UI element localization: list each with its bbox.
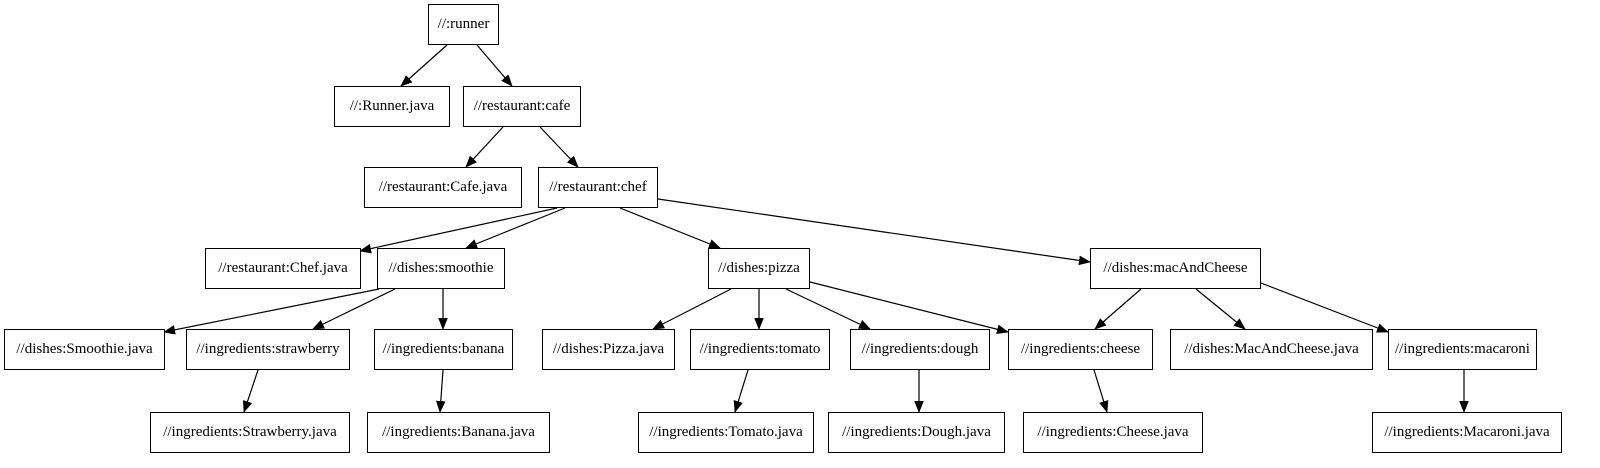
graph-node-ing_macaroni[interactable]: //ingredients:macaroni xyxy=(1388,329,1537,370)
graph-node-label: //ingredients:strawberry xyxy=(196,341,340,357)
graph-edge xyxy=(1093,369,1109,413)
graph-node-label: //restaurant:Cafe.java xyxy=(378,179,508,195)
graph-node-ing_strawberry[interactable]: //ingredients:strawberry xyxy=(186,329,350,370)
graph-edge xyxy=(539,126,579,168)
graph-node-runner[interactable]: //:runner xyxy=(428,4,499,45)
graph-node-label: //:runner xyxy=(437,16,490,32)
graph-edge xyxy=(733,369,749,413)
graph-node-label: //restaurant:chef xyxy=(549,179,647,195)
graph-node-label: //restaurant:cafe xyxy=(473,98,571,114)
graph-node-label: //ingredients:cheese xyxy=(1020,341,1141,357)
graph-edge xyxy=(312,288,396,330)
graph-node-ing_cheese[interactable]: //ingredients:cheese xyxy=(1008,329,1153,370)
graph-edge xyxy=(242,369,259,413)
graph-node-label: //dishes:Smoothie.java xyxy=(16,341,153,357)
graph-node-dishes_pizza[interactable]: //dishes:pizza xyxy=(708,248,810,289)
graph-edge xyxy=(1195,288,1246,330)
graph-edge xyxy=(476,44,513,87)
graph-node-dishes_macandchee[interactable]: //dishes:macAndCheese xyxy=(1090,248,1261,289)
graph-node-restaurant_chef[interactable]: //restaurant:chef xyxy=(538,167,658,208)
graph-node-restaurant_cafe[interactable]: //restaurant:cafe xyxy=(463,86,581,127)
graph-edge xyxy=(785,288,871,330)
graph-node-label: //ingredients:banana xyxy=(382,341,505,357)
graph-edge xyxy=(465,126,504,168)
graph-edge xyxy=(163,288,380,335)
graph-edge xyxy=(809,281,1009,334)
graph-node-chef_java[interactable]: //restaurant:Chef.java xyxy=(205,248,361,289)
graph-edge xyxy=(400,44,448,87)
graph-node-label: //ingredients:tomato xyxy=(699,341,821,357)
graph-edges xyxy=(163,44,1469,413)
graph-node-dough_java[interactable]: //ingredients:Dough.java xyxy=(828,412,1005,453)
graph-node-label: //ingredients:Macaroni.java xyxy=(1384,424,1550,440)
graph-node-macandcheese_java[interactable]: //dishes:MacAndCheese.java xyxy=(1170,329,1373,370)
graph-node-runner_java[interactable]: //:Runner.java xyxy=(334,86,450,127)
graph-node-label: //ingredients:Banana.java xyxy=(382,424,535,440)
graph-node-label: //dishes:macAndCheese xyxy=(1103,260,1248,276)
graph-node-ing_tomato[interactable]: //ingredients:tomato xyxy=(690,329,830,370)
graph-node-label: //ingredients:Strawberry.java xyxy=(163,424,337,440)
graph-edge xyxy=(652,288,732,330)
graph-edge xyxy=(1260,282,1389,333)
graph-edge xyxy=(1094,288,1142,330)
graph-node-label: //ingredients:Cheese.java xyxy=(1037,424,1189,440)
graph-edge xyxy=(465,207,566,249)
graph-node-label: //dishes:MacAndCheese.java xyxy=(1184,341,1359,357)
graph-node-macaroni_java[interactable]: //ingredients:Macaroni.java xyxy=(1372,412,1562,453)
graph-node-label: //ingredients:Tomato.java xyxy=(649,424,803,440)
graph-node-banana_java[interactable]: //ingredients:Banana.java xyxy=(367,412,550,453)
graph-edge xyxy=(619,207,721,249)
graph-node-ing_banana[interactable]: //ingredients:banana xyxy=(374,329,513,370)
graph-node-smoothie_java[interactable]: //dishes:Smoothie.java xyxy=(4,329,165,370)
graph-node-label: //dishes:pizza xyxy=(718,260,800,276)
graph-node-cafe_java[interactable]: //restaurant:Cafe.java xyxy=(364,167,522,208)
graph-edge xyxy=(359,207,558,254)
graph-node-pizza_java[interactable]: //dishes:Pizza.java xyxy=(542,329,675,370)
graph-node-strawberry_java[interactable]: //ingredients:Strawberry.java xyxy=(150,412,350,453)
graph-edge xyxy=(657,198,1091,266)
graph-node-ing_dough[interactable]: //ingredients:dough xyxy=(850,329,990,370)
graph-node-tomato_java[interactable]: //ingredients:Tomato.java xyxy=(638,412,814,453)
graph-edge xyxy=(435,369,446,413)
graph-node-cheese_java[interactable]: //ingredients:Cheese.java xyxy=(1023,412,1203,453)
graph-node-label: //dishes:Pizza.java xyxy=(552,341,665,357)
graph-node-label: //restaurant:Chef.java xyxy=(218,260,348,276)
graph-node-label: //ingredients:macaroni xyxy=(1395,341,1530,357)
graph-node-dishes_smoothie[interactable]: //dishes:smoothie xyxy=(377,248,505,289)
graph-node-label: //ingredients:dough xyxy=(861,341,979,357)
graph-node-label: //ingredients:Dough.java xyxy=(842,424,991,440)
graph-node-label: //dishes:smoothie xyxy=(388,260,494,276)
graph-node-label: //:Runner.java xyxy=(349,98,435,114)
